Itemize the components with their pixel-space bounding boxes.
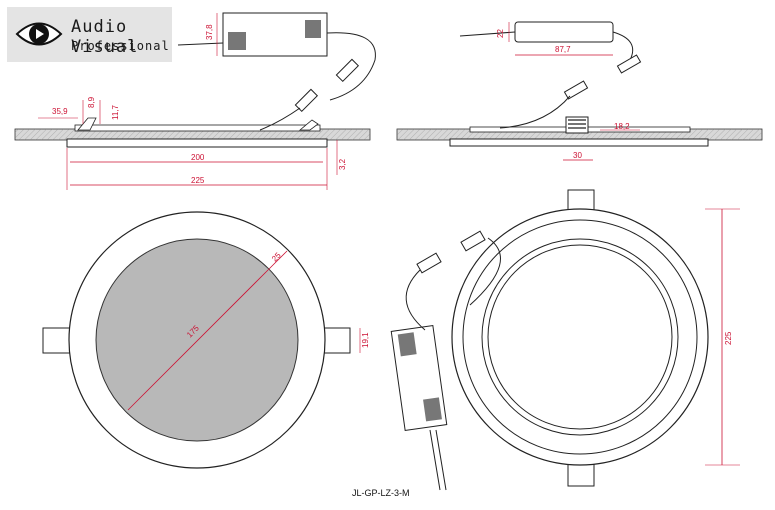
front-view xyxy=(42,211,361,469)
model-number: JL-GP-LZ-3-M xyxy=(352,488,410,498)
dim-inner-width: 200 xyxy=(191,153,205,162)
brand-logo: Audio Visual Professional xyxy=(7,7,172,62)
back-view xyxy=(390,189,740,491)
dim-side-depth: 35,9 xyxy=(52,107,68,116)
logo-line-2: Professional xyxy=(71,39,170,53)
side-view-right xyxy=(396,21,763,161)
logo-line-1: Audio Visual xyxy=(71,17,139,57)
dim-back-diameter: 225 xyxy=(724,331,733,345)
dim-outer-width: 225 xyxy=(191,176,205,185)
dim-thickness: 3,2 xyxy=(338,158,347,170)
dim-clip-width: 30 xyxy=(573,151,582,160)
eye-play-icon xyxy=(15,22,63,46)
side-view-left xyxy=(14,12,376,190)
dim-tab-size: 19,1 xyxy=(361,332,370,348)
dim-driver-length: 87,7 xyxy=(555,45,571,54)
dim-clip-b: 11,7 xyxy=(111,104,120,120)
dim-panel-depth: 18,2 xyxy=(614,122,630,131)
dim-driver-height-left: 37,8 xyxy=(205,24,214,40)
dim-driver-height: 22 xyxy=(496,29,505,38)
dim-clip-a: 8,9 xyxy=(87,96,96,108)
